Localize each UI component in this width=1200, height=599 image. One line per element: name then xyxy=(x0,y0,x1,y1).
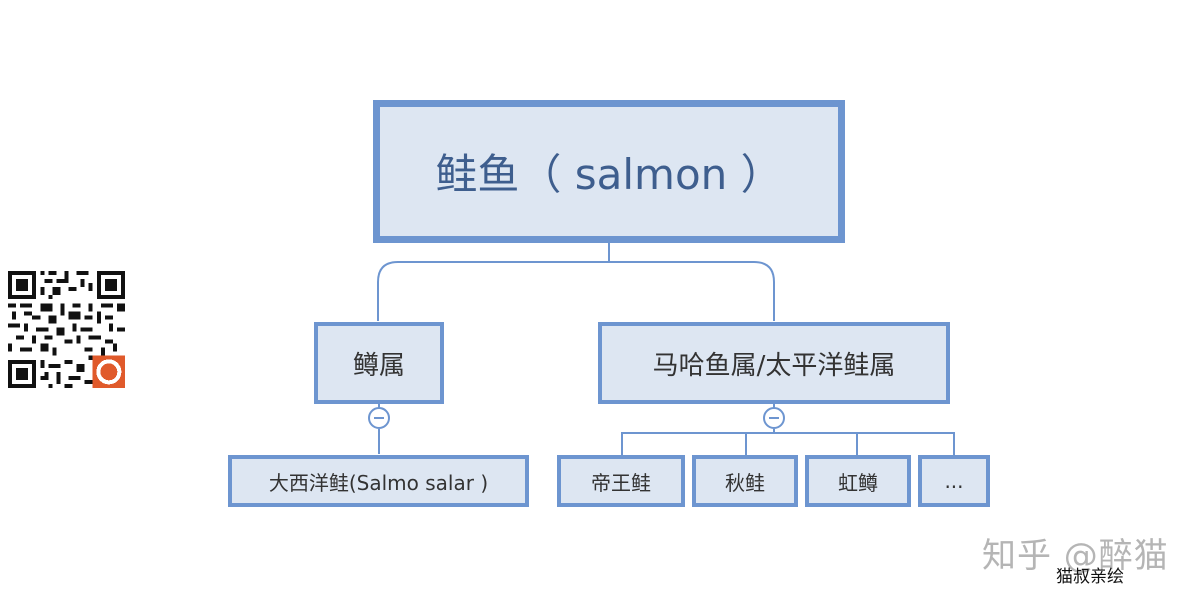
leaf-node-chum-salmon: 秋鲑 xyxy=(692,455,798,507)
group-node-pacific-salmon: 马哈鱼属/太平洋鲑属 xyxy=(598,322,950,404)
qr-code xyxy=(8,271,125,388)
leaf-label: 秋鲑 xyxy=(725,470,765,495)
author-credit: 猫叔亲绘 xyxy=(1056,567,1124,587)
leaf-node-atlantic-salmon: 大西洋鲑(Salmo salar ) xyxy=(228,455,529,507)
leaf-label: 大西洋鲑(Salmo salar ) xyxy=(268,470,489,495)
watermark: 知乎 @醉猫 xyxy=(982,536,1169,576)
leaf-label: 帝王鲑 xyxy=(591,470,651,495)
root-label: 鲑鱼（ salmon ） xyxy=(435,150,783,199)
leaf-label: 虹鳟 xyxy=(838,470,878,495)
leaf-node-rainbow-trout: 虹鳟 xyxy=(805,455,911,507)
group-label: 马哈鱼属/太平洋鲑属 xyxy=(652,350,896,381)
group-node-trout: 鳟属 xyxy=(314,322,444,404)
minus-circle-icon[interactable] xyxy=(368,407,390,429)
leaf-node-more: ... xyxy=(918,455,990,507)
leaf-node-king-salmon: 帝王鲑 xyxy=(557,455,685,507)
leaf-label: ... xyxy=(944,469,964,493)
root-node: 鲑鱼（ salmon ） xyxy=(373,100,845,243)
group-label: 鳟属 xyxy=(352,350,405,381)
minus-circle-icon[interactable] xyxy=(763,407,785,429)
